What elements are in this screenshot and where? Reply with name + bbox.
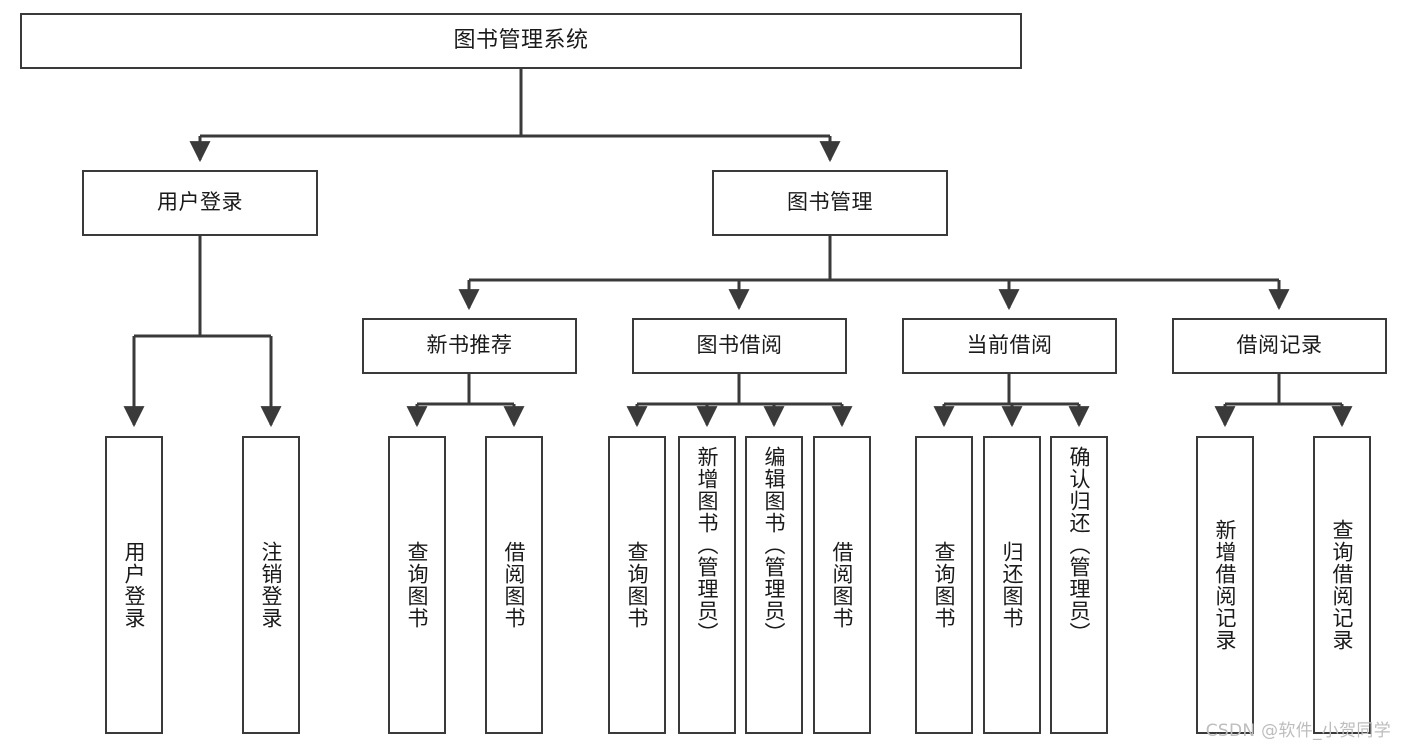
node-leaf-confirm-return[interactable]: 确认归还（管理员） — [1050, 436, 1108, 734]
node-book-borrow[interactable]: 图书借阅 — [632, 318, 847, 374]
node-label: 图书管理系统 — [453, 27, 589, 53]
node-leaf-query-book-borrow[interactable]: 查询图书 — [608, 436, 666, 734]
node-leaf-add-book[interactable]: 新增图书（管理员） — [678, 436, 736, 734]
node-label: 查询图书 — [932, 541, 957, 629]
node-label: 图书管理 — [787, 190, 873, 215]
node-leaf-user-login[interactable]: 用户登录 — [105, 436, 163, 734]
watermark: CSDN @软件_小贺同学 — [1205, 721, 1391, 741]
node-borrow-record[interactable]: 借阅记录 — [1172, 318, 1387, 374]
node-leaf-query-book-recommend[interactable]: 查询图书 — [388, 436, 446, 734]
node-label: 借阅图书 — [502, 541, 527, 629]
node-leaf-query-book-current[interactable]: 查询图书 — [915, 436, 973, 734]
node-new-book-recommend[interactable]: 新书推荐 — [362, 318, 577, 374]
node-label: 归还图书 — [1000, 541, 1025, 629]
node-label: 用户登录 — [122, 541, 147, 629]
node-user-login[interactable]: 用户登录 — [82, 170, 318, 236]
node-leaf-borrow-book-recommend[interactable]: 借阅图书 — [485, 436, 543, 734]
node-current-borrow[interactable]: 当前借阅 — [902, 318, 1117, 374]
node-label: 新增图书（管理员） — [695, 446, 720, 644]
node-leaf-logout-login[interactable]: 注销登录 — [242, 436, 300, 734]
node-book-management[interactable]: 图书管理 — [712, 170, 948, 236]
node-label: 查询图书 — [625, 541, 650, 629]
node-label: 确认归还（管理员） — [1067, 446, 1092, 644]
node-label: 借阅图书 — [830, 541, 855, 629]
node-label: 借阅记录 — [1236, 333, 1323, 358]
node-root-book-management-system[interactable]: 图书管理系统 — [20, 13, 1022, 69]
node-leaf-borrow-book-borrow[interactable]: 借阅图书 — [813, 436, 871, 734]
node-leaf-query-borrow-record[interactable]: 查询借阅记录 — [1313, 436, 1371, 734]
node-label: 查询图书 — [405, 541, 430, 629]
node-label: 用户登录 — [157, 190, 243, 215]
node-label: 新增借阅记录 — [1213, 519, 1238, 651]
node-label: 图书借阅 — [696, 333, 783, 358]
node-leaf-edit-book[interactable]: 编辑图书（管理员） — [745, 436, 803, 734]
node-leaf-add-borrow-record[interactable]: 新增借阅记录 — [1196, 436, 1254, 734]
node-label: 编辑图书（管理员） — [762, 446, 787, 644]
node-label: 新书推荐 — [426, 333, 513, 358]
node-leaf-return-book[interactable]: 归还图书 — [983, 436, 1041, 734]
node-label: 查询借阅记录 — [1330, 519, 1355, 651]
node-label: 当前借阅 — [966, 333, 1053, 358]
node-label: 注销登录 — [259, 541, 284, 629]
